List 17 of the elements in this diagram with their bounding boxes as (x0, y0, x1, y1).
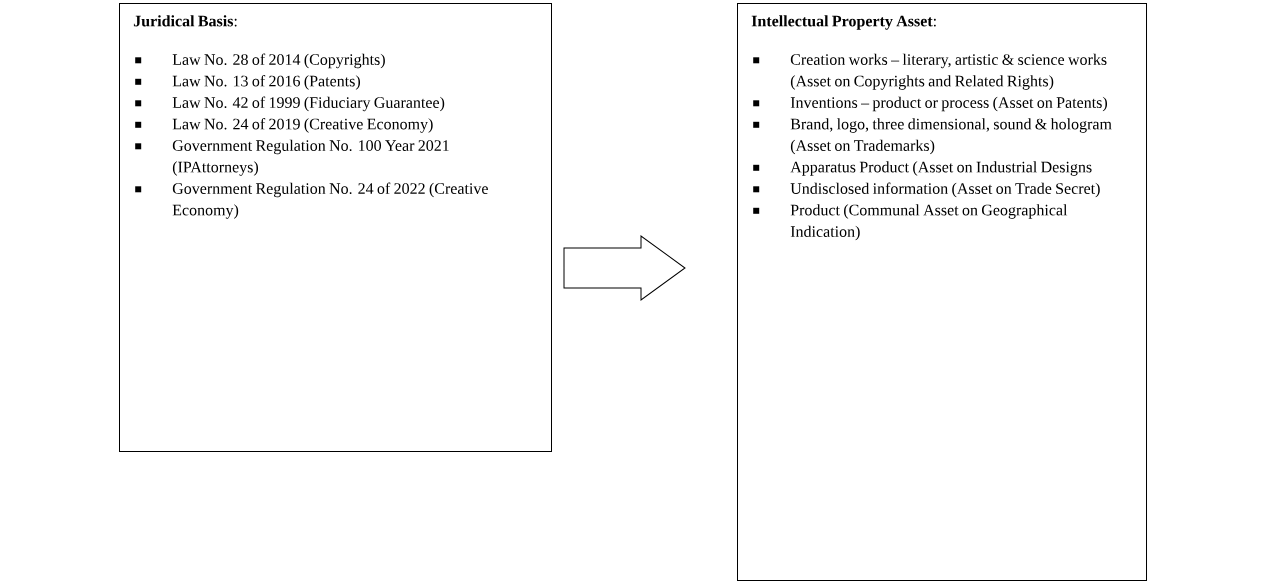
list-item: Undisclosed information (Asset on Trade Secret) (753, 182, 1100, 198)
list-item: Creation works – literary, artistic & science works (Asset on Copyrights and Related Rights) (753, 53, 1107, 90)
list-item: Brand, logo, three dimensional, sound & hologram (Asset on Trademarks) (753, 118, 1112, 155)
list-item: Apparatus Product (Asset on Industrial Designs (753, 161, 1092, 176)
heading: Intellectual Property Asset: (751, 15, 936, 30)
list-item: Inventions – product or process (Asset on Patents) (753, 96, 1107, 112)
list-item: Law No. 42 of 1999 (Fiduciary Guarantee) (135, 96, 445, 112)
list-item: Law No. 24 of 2019 (Creative Economy) (135, 118, 433, 133)
list-item: Law No. 28 of 2014 (Copyrights) (135, 53, 385, 69)
block-arrow (563, 235, 686, 301)
list-item: Law No. 13 of 2016 (Patents) (135, 75, 360, 90)
text-box (737, 3, 1147, 581)
heading: Juridical Basis: (133, 15, 237, 27)
text-box (119, 3, 552, 452)
list-item: Government Regulation No. 24 of 2022 (Creative Economy) (135, 182, 488, 219)
list-item: Government Regulation No. 100 Year 2021 (IPAttorneys) (135, 139, 449, 176)
list-item: Product (Communal Asset on Geographical Indication) (753, 204, 1068, 241)
